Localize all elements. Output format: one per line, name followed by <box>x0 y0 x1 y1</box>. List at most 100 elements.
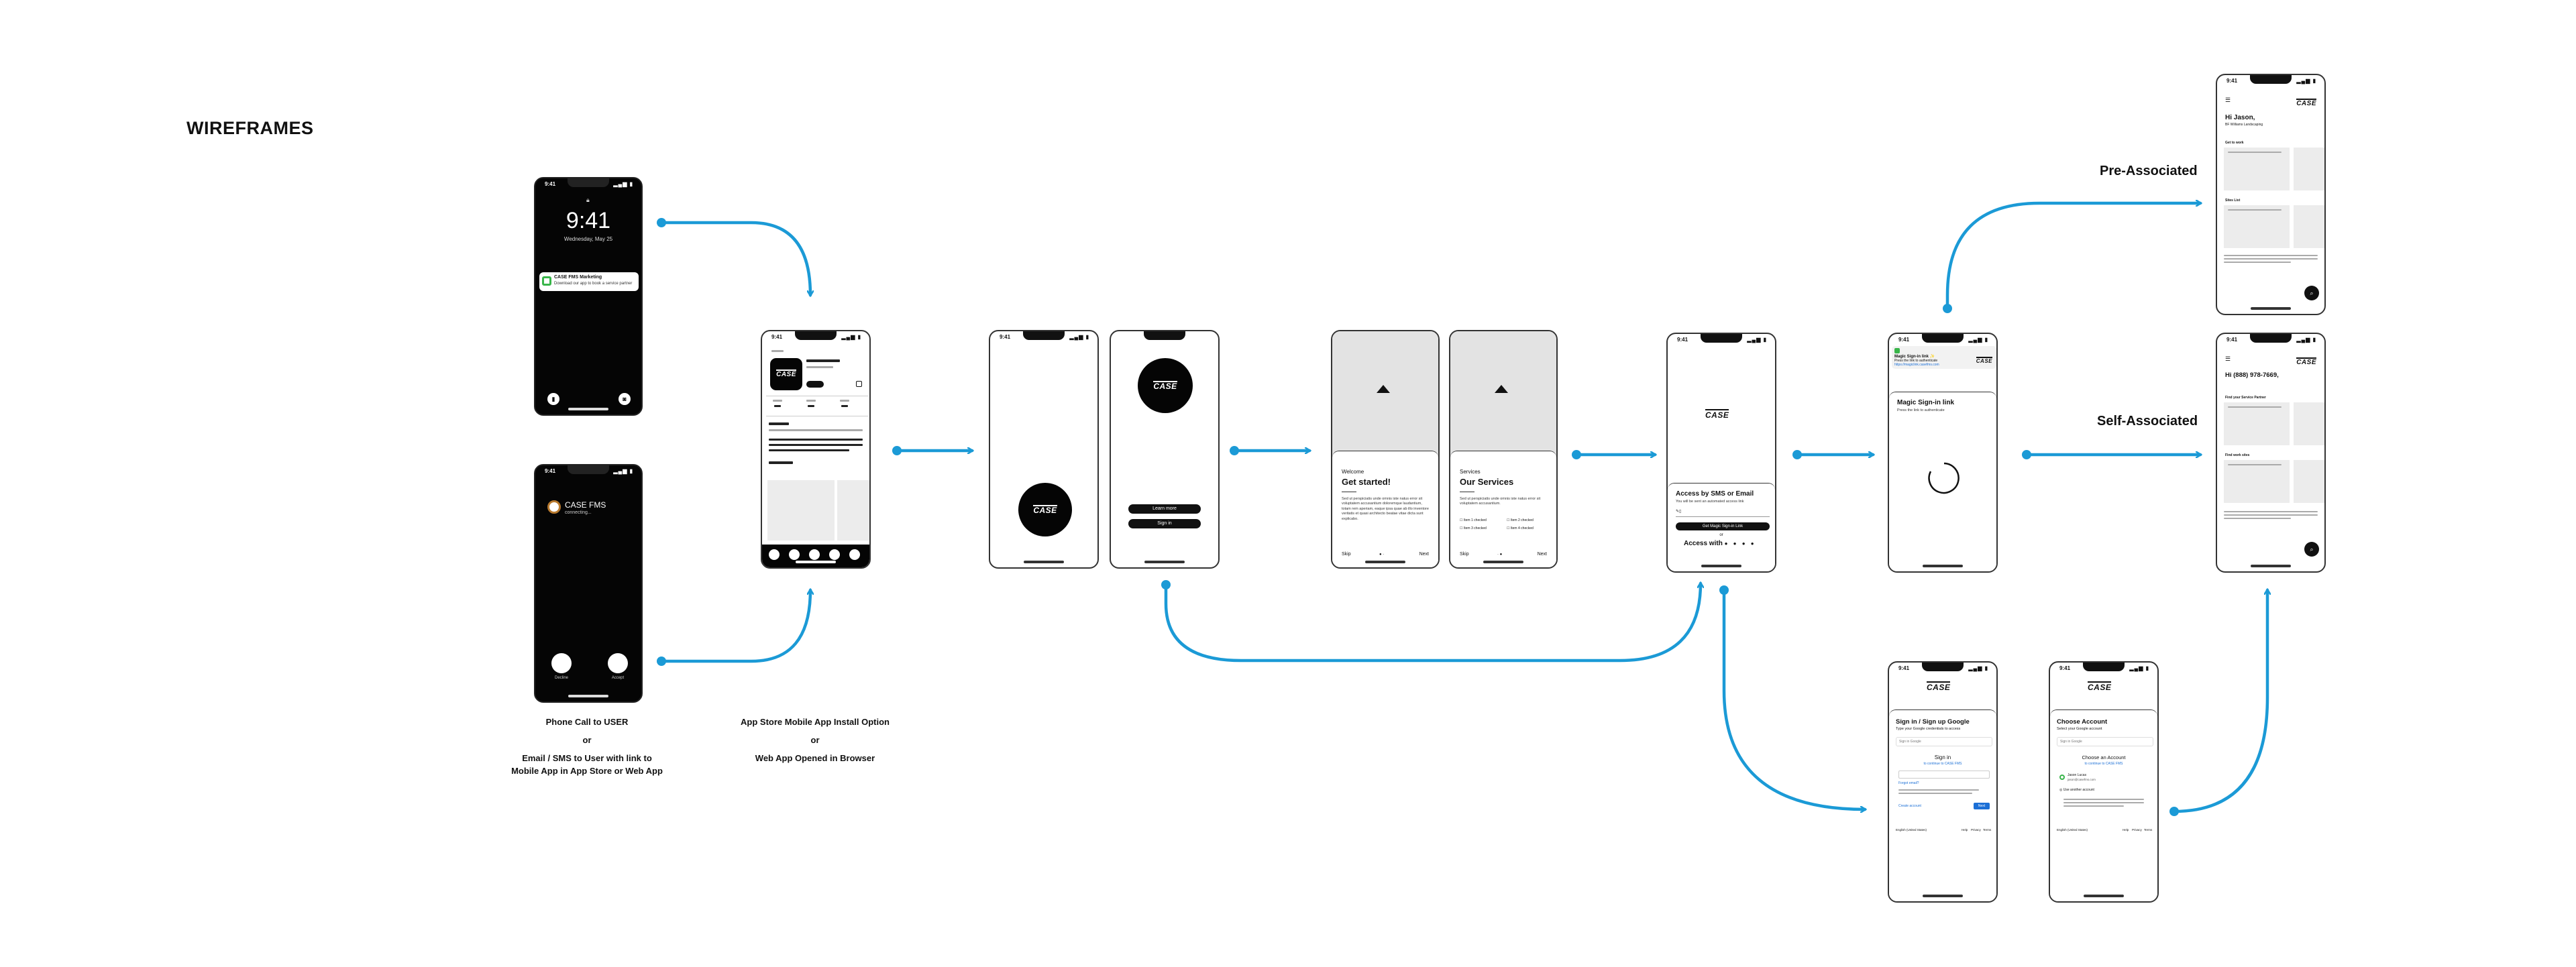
screenshot-preview <box>837 480 869 541</box>
card[interactable] <box>2294 460 2324 503</box>
phone-splash-loading: 9:41 ▂▄▆ ▮ CASE <box>989 330 1099 569</box>
camera-icon[interactable]: ◙ <box>619 393 631 405</box>
phone-splash-welcome: CASE Learn more Sign in <box>1110 330 1220 569</box>
phone-onboarding-get-started: Welcome Get started! Sed ut perspiciatis… <box>1331 330 1440 569</box>
card[interactable] <box>2294 402 2324 445</box>
phone-magic-link: 9:41 ▂▄▆ ▮ Magic Sign-in link ✨ Press th… <box>1888 333 1998 573</box>
case-logo: CASE <box>1927 681 1951 692</box>
tab-arcade-icon[interactable] <box>829 549 840 560</box>
app-icon <box>542 276 551 286</box>
lock-time: 9:41 <box>566 208 611 233</box>
notification-card[interactable]: CASE FMS Marketing Download our app to b… <box>539 272 639 291</box>
app-store-tab-bar <box>762 545 869 567</box>
caller-name: CASE FMS <box>565 500 606 510</box>
phone-home-pre-associated: 9:41 ▂▄▆ ▮ ☰ CASE Hi Jason, BF Williams … <box>2216 74 2326 315</box>
case-logo: CASE <box>1018 483 1072 536</box>
search-fab[interactable]: ⌕ <box>2304 542 2319 557</box>
case-logo: CASE <box>1976 357 1992 364</box>
tab-search-icon[interactable] <box>849 549 860 560</box>
get-button[interactable] <box>806 381 824 388</box>
caller-avatar <box>547 500 561 514</box>
hero-image-placeholder <box>1332 331 1438 459</box>
tab-games-icon[interactable] <box>789 549 800 560</box>
decline-button[interactable] <box>551 653 572 673</box>
caption-store: App Store Mobile App Install Option or W… <box>741 717 890 763</box>
card[interactable] <box>2224 205 2290 248</box>
screenshot-preview <box>767 480 835 541</box>
checklist-item[interactable]: ☐ Item 1 checked <box>1460 518 1487 522</box>
phone-access: 9:41 ▂▄▆ ▮ CASE Access by SMS or Email Y… <box>1666 333 1776 573</box>
learn-more-button[interactable]: Learn more <box>1128 504 1201 514</box>
page-title: WIREFRAMES <box>186 118 314 138</box>
phone-app-store: 9:41 ▂▄▆ ▮ CASE <box>761 330 871 569</box>
lock-date: Wednesday, May 25 <box>564 236 613 242</box>
arrow-lock-to-store <box>659 221 810 295</box>
next-button[interactable]: Next <box>1537 552 1547 557</box>
card[interactable] <box>2294 148 2324 190</box>
use-another-account[interactable]: ◎ Use another account <box>2059 788 2094 792</box>
message-notification[interactable]: Magic Sign-in link ✨ Press the link to a… <box>1892 346 1996 369</box>
checklist-item[interactable]: ☐ Item 4 checked <box>1507 526 1534 530</box>
label-pre-associated: Pre-Associated <box>2100 164 2198 178</box>
account-option[interactable]: Jason Lucas jason@casefms.com <box>2059 773 2151 784</box>
arrow-signin-to-access <box>1164 583 1701 663</box>
message-icon <box>1894 348 1900 353</box>
arrow-call-to-store <box>659 590 810 663</box>
search-fab[interactable]: ⌕ <box>2304 286 2319 300</box>
skip-button[interactable]: Skip <box>1460 552 1469 557</box>
phone-lock-screen: 9:41 ▂▄▆ ▮ 🔒︎ 9:41 Wednesday, May 25 CAS… <box>534 177 643 416</box>
card[interactable] <box>2224 402 2290 445</box>
case-logo: CASE <box>1705 409 1729 420</box>
menu-icon[interactable]: ☰ <box>2225 355 2231 362</box>
card[interactable] <box>2224 460 2290 503</box>
app-icon-case: CASE <box>770 358 802 390</box>
google-field[interactable]: Sign in Google <box>2057 737 2153 746</box>
hero-image-placeholder <box>1450 331 1556 459</box>
checklist-item[interactable]: ☐ Item 2 checked <box>1507 518 1534 522</box>
phone-email-input[interactable]: ✎▯ <box>1676 509 1770 517</box>
checklist-item[interactable]: ☐ Item 3 checked <box>1460 526 1487 530</box>
next-button[interactable]: Next <box>1974 803 1990 809</box>
page-dots: ● · <box>1379 553 1385 557</box>
arrow-magic-to-pre <box>1945 203 2200 310</box>
email-input[interactable] <box>1898 771 1990 779</box>
case-logo: CASE <box>2296 357 2316 366</box>
onboarding-title: Get started! <box>1342 477 1391 487</box>
menu-icon[interactable]: ☰ <box>2225 97 2231 103</box>
card[interactable] <box>2224 148 2290 190</box>
accept-button[interactable] <box>608 653 628 673</box>
tab-apps-icon[interactable] <box>809 549 820 560</box>
phone-home-self-associated: 9:41 ▂▄▆ ▮ ☰ CASE Hi (888) 978-7669, Fin… <box>2216 333 2326 573</box>
avatar <box>2059 775 2065 780</box>
social-login-icons[interactable]: ● ● ● ● <box>1724 541 1756 547</box>
image-icon <box>1495 385 1508 393</box>
google-field[interactable]: Sign in Google <box>1896 737 1992 746</box>
arrow-choose-to-self <box>2172 590 2267 813</box>
sign-in-button[interactable]: Sign in <box>1128 519 1201 528</box>
arrow-access-to-google <box>1722 588 1865 809</box>
phone-incoming-call: 9:41 ▂▄▆ ▮ CASE FMS connecting... Declin… <box>534 464 643 703</box>
image-icon <box>1377 385 1390 393</box>
phone-onboarding-services: Services Our Services Sed ut perspiciati… <box>1449 330 1558 569</box>
loading-spinner <box>1928 462 1960 494</box>
lock-icon: 🔒︎ <box>586 196 590 203</box>
forgot-email-link[interactable]: Forgot email? <box>1898 781 1919 785</box>
caption-entry: Phone Call to USER or Email / SMS to Use… <box>511 717 663 776</box>
page-dots: · ● <box>1497 553 1503 557</box>
phone-google-sign-in: 9:41 ▂▄▆ ▮ CASE Sign in / Sign up Google… <box>1888 661 1998 903</box>
label-self-associated: Self-Associated <box>2097 414 2198 429</box>
call-status: connecting... <box>565 510 592 515</box>
card[interactable] <box>2294 205 2324 248</box>
get-magic-link-button[interactable]: Get Magic Sign-in Link <box>1676 522 1770 530</box>
case-logo: CASE <box>1138 358 1193 413</box>
onboarding-title: Our Services <box>1460 477 1514 487</box>
next-button[interactable]: Next <box>1419 552 1429 557</box>
access-with-row: Access with ● ● ● ● <box>1684 540 1756 547</box>
create-account-link[interactable]: Create account <box>1898 804 1921 808</box>
flashlight-icon[interactable]: ▮ <box>547 393 559 405</box>
case-logo: CASE <box>2088 681 2112 692</box>
skip-button[interactable]: Skip <box>1342 552 1351 557</box>
tab-today-icon[interactable] <box>769 549 780 560</box>
share-icon[interactable] <box>856 381 862 387</box>
